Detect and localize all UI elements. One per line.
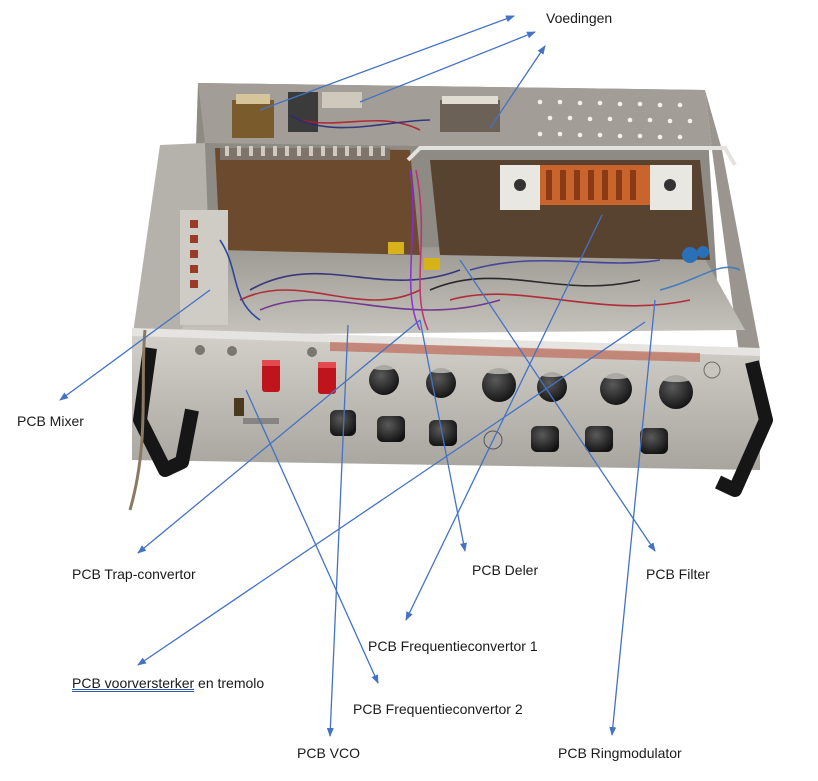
brown-pcb-board — [215, 148, 420, 255]
yellow-capacitor — [424, 258, 440, 270]
label-voedingen: Voedingen — [546, 10, 613, 26]
power-cable — [128, 329, 147, 511]
wire-harness — [219, 114, 741, 331]
chassis-floor — [180, 245, 745, 335]
inner-frame — [406, 146, 737, 167]
right-handle — [715, 360, 773, 497]
arrow-freq-conv-2 — [245, 389, 379, 684]
knobs-bottom-row — [330, 410, 668, 454]
label-voorversterker-suffix: en tremolo — [194, 675, 265, 691]
red-knob-1 — [262, 360, 280, 392]
label-pcb-mixer: PCB Mixer — [17, 413, 84, 429]
yellow-capacitor — [388, 242, 404, 254]
arrow-vco — [326, 324, 349, 737]
arrow-ringmodulator — [609, 299, 656, 736]
label-pcb-voorversterker: PCB voorversterker en tremolo — [72, 675, 264, 691]
label-pcb-filter: PCB Filter — [646, 566, 710, 582]
arrow-voedingen-2 — [359, 31, 536, 103]
label-pcb-trap-convertor: PCB Trap-convertor — [72, 566, 196, 582]
label-pcb-frequentieconvertor-1: PCB Frequentieconvertor 1 — [368, 638, 538, 654]
red-knob-2 — [318, 362, 336, 394]
label-pcb-vco: PCB VCO — [297, 745, 361, 761]
arrow-trap-convertor — [137, 319, 421, 554]
arrow-voedingen-3 — [489, 45, 546, 129]
arrow-filter — [459, 259, 656, 552]
label-pcb-ringmodulator: PCB Ringmodulator — [558, 745, 682, 761]
left-connector-board — [180, 210, 228, 325]
arrow-freq-conv-1 — [405, 214, 603, 621]
front-panel-top-edge — [132, 328, 760, 356]
arrow-voorversterker — [137, 321, 646, 666]
label-voorversterker-underlined: PCB voorversterker — [72, 675, 195, 691]
blue-capacitor — [682, 247, 698, 263]
arrow-voedingen-1 — [259, 15, 515, 111]
chassis-right-wall — [705, 90, 760, 360]
label-pcb-deler: PCB Deler — [472, 562, 539, 578]
blue-capacitor — [697, 246, 709, 258]
arrow-mixer — [59, 289, 211, 401]
annotation-arrows — [59, 15, 656, 737]
label-pcb-frequentieconvertor-2: PCB Frequentieconvertor 2 — [353, 701, 523, 717]
toggle-switch — [234, 398, 244, 416]
